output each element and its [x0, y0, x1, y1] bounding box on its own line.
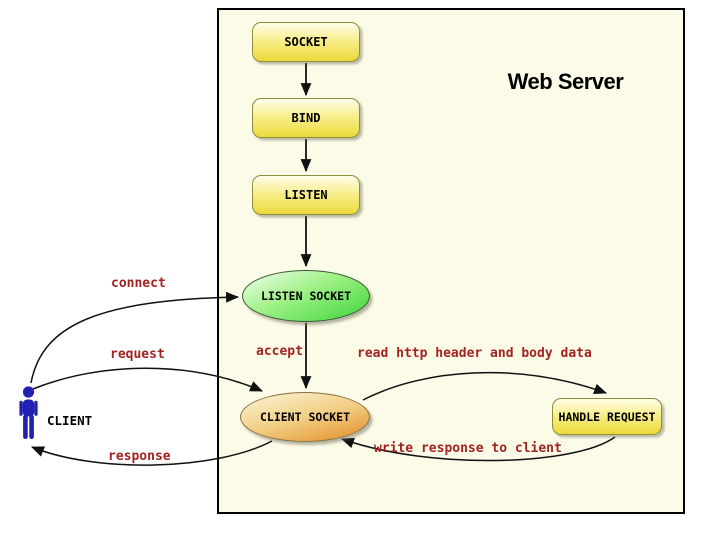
arrow-connect-client-to-listen-socket	[30, 291, 240, 384]
client-label: CLIENT	[47, 413, 93, 428]
edge-label-connect: connect	[111, 276, 166, 291]
arrow-write-handle-request-to-client-socket	[340, 436, 616, 462]
node-listen-socket-label: LISTEN SOCKET	[260, 289, 351, 303]
diagram-title: Web Server	[507, 69, 624, 94]
edge-label-request: request	[110, 347, 165, 362]
node-socket: SOCKET	[252, 22, 360, 62]
node-listen-label: LISTEN	[284, 188, 328, 202]
arrow-read-client-socket-to-handle-request	[362, 371, 608, 401]
node-handle-request: HANDLE REQUEST	[552, 398, 662, 435]
node-socket-label: SOCKET	[284, 35, 328, 49]
node-listen: LISTEN	[252, 175, 360, 215]
edge-label-accept: accept	[256, 344, 303, 359]
edge-label-response: response	[108, 449, 171, 464]
node-bind-label: BIND	[291, 111, 321, 125]
node-handle-request-label: HANDLE REQUEST	[558, 409, 656, 424]
client-person-icon	[17, 386, 40, 442]
arrow-request-client-to-client-socket	[32, 367, 263, 392]
node-client-socket: CLIENT SOCKET	[240, 392, 370, 442]
edge-label-write-response: write response to client	[374, 441, 562, 456]
node-client-socket-label: CLIENT SOCKET	[259, 410, 350, 424]
node-bind: BIND	[252, 98, 360, 138]
node-listen-socket: LISTEN SOCKET	[242, 270, 370, 322]
edge-label-read-http: read http header and body data	[357, 346, 592, 361]
arrow-response-client-socket-to-client	[30, 440, 273, 466]
